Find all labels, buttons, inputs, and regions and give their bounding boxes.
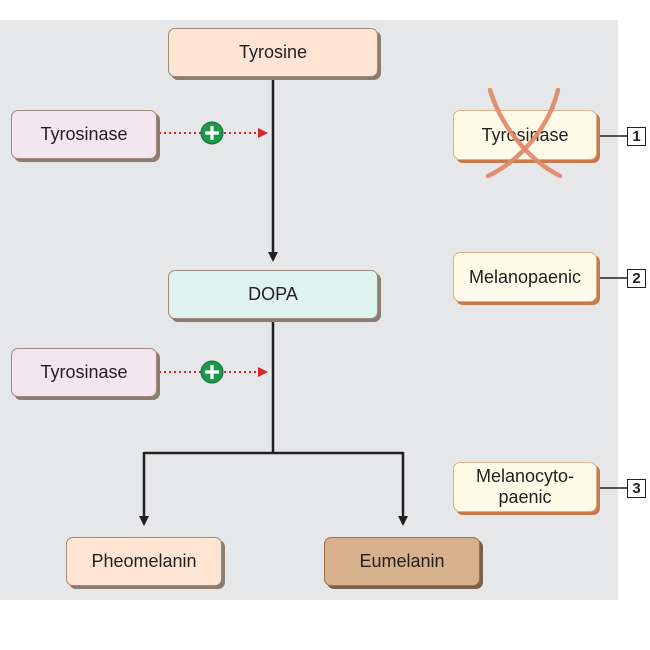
tyrosine-label: Tyrosine (238, 42, 308, 62)
number-badge-2: 2 (627, 269, 646, 288)
side-item-3-box: Melanocyto- paenic (453, 462, 597, 512)
enzyme-label-1: Tyrosinase (40, 124, 128, 144)
dopa-label: DOPA (248, 284, 298, 304)
dopa-box: DOPA (168, 270, 378, 319)
side-item-1-label: Tyrosinase (481, 124, 569, 145)
cross-out-icon (485, 88, 563, 178)
plus-circle-icon (200, 121, 224, 145)
side-item-2-box: Melanopaenic (453, 252, 597, 302)
enzyme-box-1: Tyrosinase (11, 110, 157, 159)
plus-circle-icon (200, 360, 224, 384)
pheomelanin-box: Pheomelanin (66, 537, 222, 586)
side-item-2-label: Melanopaenic (468, 266, 582, 287)
side-item-3-label: Melanocyto- paenic (475, 466, 575, 507)
number-badge-3: 3 (627, 479, 646, 498)
eumelanin-label: Eumelanin (359, 551, 445, 571)
tyrosine-box: Tyrosine (168, 28, 378, 77)
enzyme-box-2: Tyrosinase (11, 348, 157, 397)
number-badge-1: 1 (627, 127, 646, 146)
enzyme-label-2: Tyrosinase (40, 362, 128, 382)
pheomelanin-label: Pheomelanin (91, 551, 197, 571)
eumelanin-box: Eumelanin (324, 537, 480, 586)
